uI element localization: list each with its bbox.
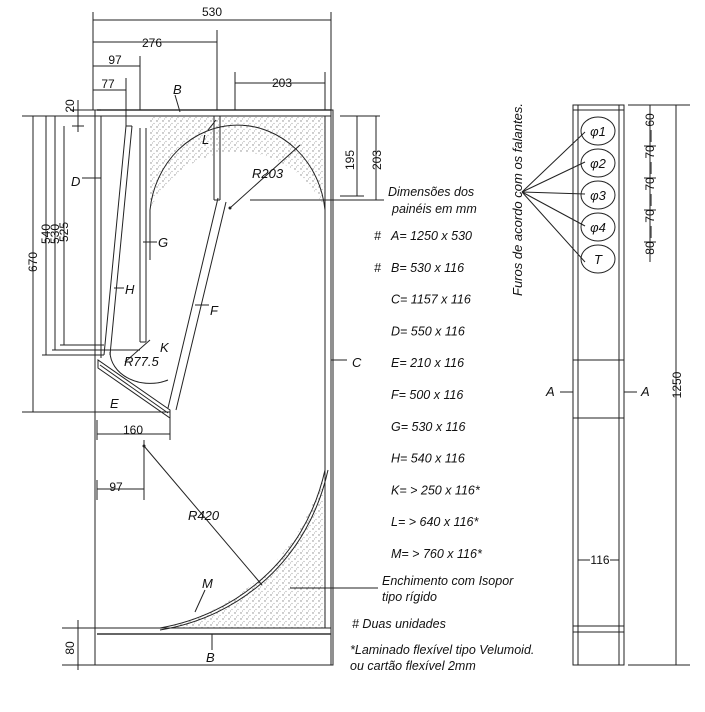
part-labels: B L D G H F K E C M B xyxy=(71,82,362,665)
laminate-note-2: ou cartão flexível 2mm xyxy=(350,659,476,673)
dim-1250: 1250 xyxy=(670,371,684,398)
dim-530-left: 530 xyxy=(48,224,62,244)
radii: R203 R77.5 R420 xyxy=(124,144,301,586)
dim-203-top: 203 xyxy=(272,76,292,90)
units-note: # Duas unidades xyxy=(352,617,446,631)
panel-row: H= 540 x 116 xyxy=(391,452,465,466)
speaker-hole xyxy=(580,116,616,146)
fill-note-2: tipo rígido xyxy=(382,590,437,604)
speaker-hole-label: T xyxy=(594,252,603,267)
speaker-hole-label: φ1 xyxy=(590,124,606,139)
label-K: K xyxy=(160,340,170,355)
dim-116: 116 xyxy=(590,553,609,567)
top-dimensions: 530 276 97 77 203 xyxy=(92,5,332,126)
label-C: C xyxy=(352,355,362,370)
misc-dimensions: 160 97 80 xyxy=(62,412,171,670)
dim-97-bottom: 97 xyxy=(109,480,123,494)
dim-276: 276 xyxy=(142,36,162,50)
panel-row: K= > 250 x 116* xyxy=(391,483,481,497)
panel-row: E= 210 x 116 xyxy=(391,356,464,370)
hole-spacing: 80 — 70 — 70 — 70 — 60 xyxy=(643,113,657,255)
dim-97: 97 xyxy=(108,53,122,67)
panel-row: A= 1250 x 530 xyxy=(390,229,472,243)
label-G: G xyxy=(158,235,168,250)
dim-160: 160 xyxy=(123,423,143,437)
panel-title-1: Dimensões dos xyxy=(388,185,474,199)
label-D: D xyxy=(71,174,80,189)
speaker-hole xyxy=(580,180,616,210)
holes-label: Furos de acordo com os falantes. xyxy=(510,103,525,296)
dim-20: 20 xyxy=(63,99,77,113)
panel-title-2: painéis em mm xyxy=(391,202,477,216)
dim-195: 195 xyxy=(343,150,357,170)
right-dimensions: 195 203 xyxy=(250,115,384,201)
panel-mark: # xyxy=(374,229,382,243)
speaker-hole-label: φ4 xyxy=(590,220,606,235)
fill-bottom xyxy=(160,470,325,628)
speaker-hole xyxy=(580,244,616,274)
radius-203: R203 xyxy=(252,166,284,181)
left-dimensions: 20 670 540 530 525 xyxy=(22,99,170,413)
label-E: E xyxy=(110,396,119,411)
dim-525: 525 xyxy=(57,222,71,242)
dim-77: 77 xyxy=(101,77,115,91)
laminate-note-1: *Laminado flexível tipo Velumoid. xyxy=(350,643,534,657)
label-H: H xyxy=(125,282,135,297)
panel-row: C= 1157 x 116 xyxy=(391,293,471,307)
dim-80: 80 xyxy=(63,641,77,655)
dim-203-right: 203 xyxy=(370,150,384,170)
panel-row: G= 530 x 116 xyxy=(391,420,466,434)
front-view: φ1 φ2 φ3 φ4T Furos de acordo com os falante… xyxy=(510,103,690,666)
notes: Enchimento com Isopor tipo rígido # Duas… xyxy=(290,574,534,673)
label-B-bottom: B xyxy=(206,650,215,665)
radius-77: R77.5 xyxy=(124,354,159,369)
panel-row: B= 530 x 116 xyxy=(391,261,464,275)
label-A-right: A xyxy=(640,384,650,399)
panel-row: L= > 640 x 116* xyxy=(391,515,479,529)
dim-670: 670 xyxy=(26,252,40,272)
label-A-left: A xyxy=(545,384,555,399)
fill-top xyxy=(150,116,325,210)
speaker-hole xyxy=(580,212,616,242)
dim-540: 540 xyxy=(39,224,53,244)
panel-row: M= > 760 x 116* xyxy=(391,547,483,561)
panel-row: D= 550 x 116 xyxy=(391,324,465,338)
label-M: M xyxy=(202,576,213,591)
label-F: F xyxy=(210,303,219,318)
panel-list: Dimensões dos painéis em mm # A= 1250 x 5… xyxy=(374,185,483,561)
panel-row: F= 500 x 116 xyxy=(391,388,463,402)
side-section xyxy=(94,109,334,666)
label-L: L xyxy=(202,132,209,147)
panel-mark: # xyxy=(374,261,382,275)
speaker-hole xyxy=(580,148,616,178)
dim-530: 530 xyxy=(202,5,222,19)
label-B-top: B xyxy=(173,82,182,97)
speaker-hole-label: φ3 xyxy=(590,188,606,203)
fill-note-1: Enchimento com Isopor xyxy=(382,574,514,588)
radius-420: R420 xyxy=(188,508,220,523)
speaker-hole-label: φ2 xyxy=(590,156,606,171)
